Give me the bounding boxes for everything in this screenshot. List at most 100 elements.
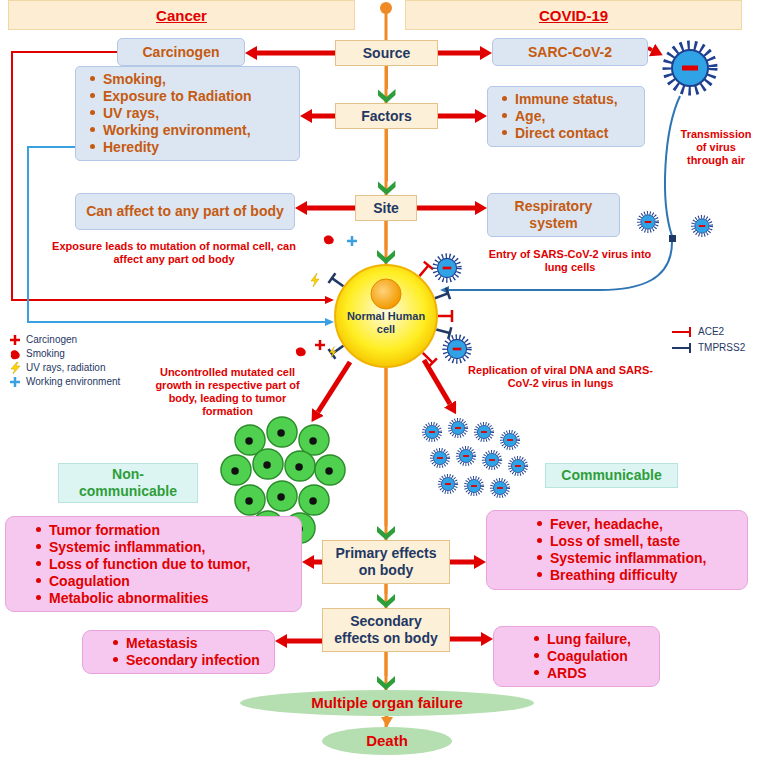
virus-transmission bbox=[449, 45, 713, 290]
bullet-dot bbox=[537, 521, 542, 526]
legend-text: Smoking bbox=[26, 348, 65, 360]
bullet-dot bbox=[537, 572, 542, 577]
node-text: Source bbox=[363, 45, 410, 62]
text-row: Heredity bbox=[90, 139, 159, 156]
text-row: Breathing difficulty bbox=[537, 567, 678, 584]
connector-arrow bbox=[438, 51, 480, 56]
node-text: Respiratory system bbox=[496, 198, 611, 232]
node-text: Breathing difficulty bbox=[550, 567, 678, 584]
bullet-dot bbox=[36, 595, 41, 600]
bullet-dot bbox=[90, 144, 95, 149]
bullet-dot bbox=[90, 76, 95, 81]
stage-box: Site bbox=[355, 195, 417, 221]
text-row: Normal Human cell bbox=[346, 310, 426, 336]
annotation-label: Entry of SARS-CoV-2 virus into lung cell… bbox=[480, 248, 660, 274]
text-row: Systemic inflammation, bbox=[537, 550, 706, 567]
legend-text: TMPRSS2 bbox=[698, 342, 745, 354]
text-row: Multiple organ failure bbox=[311, 694, 463, 712]
legend-item: ACE2 bbox=[672, 326, 724, 338]
source-box: SARC-CoV-2 bbox=[492, 38, 648, 66]
bullet-dot bbox=[113, 657, 118, 662]
text-row: Respiratory system bbox=[496, 198, 611, 232]
header-box: COVID-19 bbox=[405, 0, 742, 30]
text-row: Primary effects on body bbox=[329, 545, 443, 579]
connector-arrow bbox=[385, 652, 388, 676]
text-row: Working environment, bbox=[90, 122, 251, 139]
cell-receptors bbox=[328, 256, 469, 367]
node-text: Can affect to any part of body bbox=[86, 203, 284, 220]
node-text: Cancer bbox=[156, 7, 207, 24]
connector-arrow bbox=[385, 368, 388, 526]
node-text: UV rays, bbox=[103, 105, 159, 122]
bullet-dot bbox=[36, 561, 41, 566]
cell-circle: Normal Human cell bbox=[334, 264, 438, 368]
annotation-label: Uncontrolled mutated cell growth in resp… bbox=[150, 366, 305, 418]
bullet-dot bbox=[90, 110, 95, 115]
node-text: Working environment, bbox=[103, 122, 251, 139]
text-row: Secondary infection bbox=[113, 652, 260, 669]
text-row: Tumor formation bbox=[36, 522, 160, 539]
connector-arrow bbox=[450, 560, 474, 565]
text-row: Source bbox=[363, 45, 410, 62]
bullet-dot bbox=[113, 640, 118, 645]
stage-box: Secondary effects on body bbox=[322, 608, 450, 652]
text-row: Exposure to Radiation bbox=[90, 88, 252, 105]
connector-arrow bbox=[385, 66, 388, 89]
annotation-label: Transmission of virus through air bbox=[676, 128, 756, 167]
node-text: Non-communicable bbox=[65, 466, 191, 500]
text-row: Immune status, bbox=[502, 91, 618, 108]
virus-cluster bbox=[424, 420, 527, 497]
node-text: Smoking, bbox=[103, 71, 166, 88]
node-text: Normal Human cell bbox=[346, 310, 426, 336]
node-text: Lung failure, bbox=[547, 631, 631, 648]
connector-arrow bbox=[28, 147, 325, 322]
text-row: Coagulation bbox=[534, 648, 628, 665]
connector-arrow bbox=[385, 584, 388, 594]
stage-box: Factors bbox=[335, 103, 438, 129]
connector-arrow bbox=[257, 51, 335, 56]
node-text: ARDS bbox=[547, 665, 587, 682]
bullet-dot bbox=[502, 113, 507, 118]
effect-list: Lung failure,CoagulationARDS bbox=[493, 626, 660, 687]
text-row: COVID-19 bbox=[539, 7, 608, 24]
connector-arrow bbox=[385, 221, 388, 250]
bullet-dot bbox=[534, 653, 539, 658]
node-text: Exposure to Radiation bbox=[103, 88, 252, 105]
header-box: Cancer bbox=[8, 0, 355, 30]
node-text: Systemic inflammation, bbox=[49, 539, 205, 556]
bullet-dot bbox=[90, 127, 95, 132]
text-row: ARDS bbox=[534, 665, 587, 682]
bullet-dot bbox=[36, 578, 41, 583]
stage-box: Source bbox=[335, 40, 438, 66]
node-text: SARC-CoV-2 bbox=[528, 44, 612, 61]
text-row: Coagulation bbox=[36, 573, 130, 590]
stage-box: Primary effects on body bbox=[322, 540, 450, 584]
legend-item: Smoking bbox=[8, 348, 65, 360]
legend-symbol bbox=[8, 334, 22, 346]
node-text: Carcinogen bbox=[142, 44, 219, 61]
connector-arrow bbox=[386, 716, 389, 717]
category-box: Communicable bbox=[545, 463, 678, 488]
legend-symbol bbox=[8, 362, 22, 374]
text-row: Loss of function due to tumor, bbox=[36, 556, 250, 573]
node-text: Secondary effects on body bbox=[329, 613, 443, 647]
legend-text: UV rays, radiation bbox=[26, 362, 105, 374]
node-text: Death bbox=[366, 732, 408, 750]
bullet-dot bbox=[537, 538, 542, 543]
text-row: Cancer bbox=[156, 7, 207, 24]
bullet-dot bbox=[90, 93, 95, 98]
text-row: UV rays, bbox=[90, 105, 159, 122]
text-row: Direct contact bbox=[502, 125, 608, 142]
node-text: Loss of smell, taste bbox=[550, 533, 680, 550]
bullet-dot bbox=[36, 527, 41, 532]
legend-item: TMPRSS2 bbox=[672, 342, 745, 354]
node-text: Age, bbox=[515, 108, 545, 125]
text-row: Age, bbox=[502, 108, 545, 125]
connector-arrow bbox=[438, 114, 475, 119]
annotation-label: Exposure leads to mutation of normal cel… bbox=[38, 240, 310, 266]
legend-symbol bbox=[8, 348, 22, 360]
connector-arrow bbox=[287, 639, 322, 644]
text-row: Lung failure, bbox=[534, 631, 631, 648]
legend-item: Working environment bbox=[8, 376, 120, 388]
text-row: Can affect to any part of body bbox=[86, 203, 284, 220]
